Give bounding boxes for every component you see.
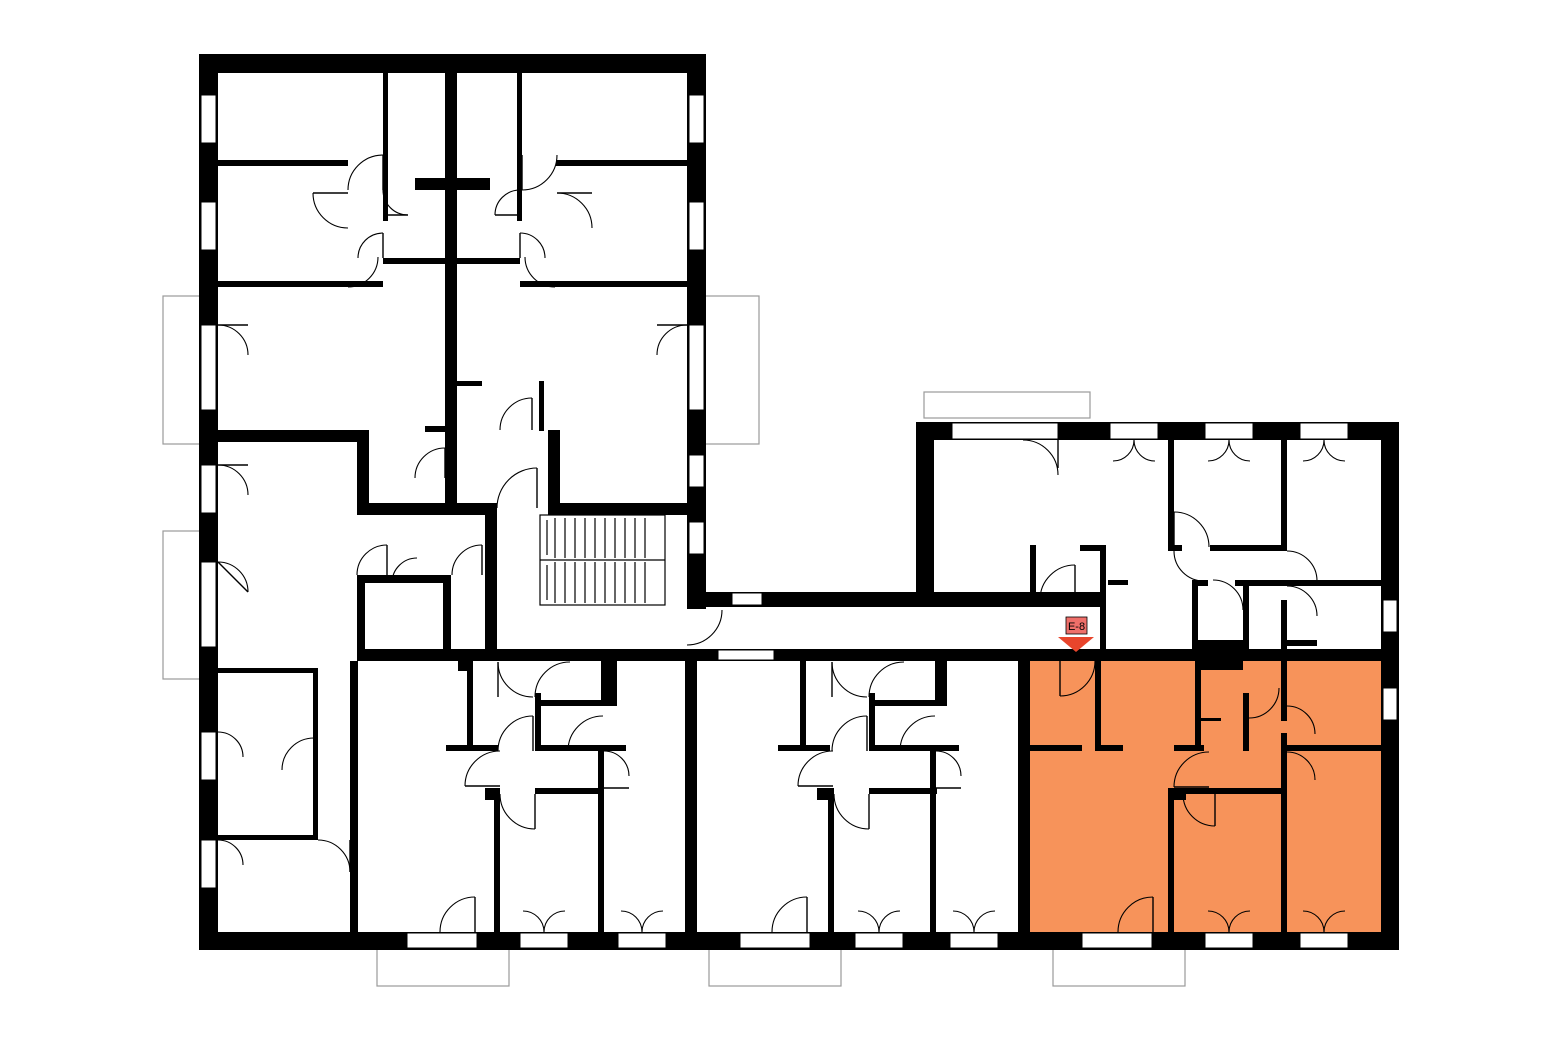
casement-swing bbox=[1228, 439, 1251, 462]
casement-swing bbox=[1207, 439, 1230, 462]
casement-swing bbox=[620, 910, 643, 933]
casement-swing bbox=[878, 910, 901, 933]
casement-swing bbox=[1323, 439, 1346, 462]
casement-swing bbox=[522, 910, 545, 933]
casement-swing bbox=[1228, 910, 1251, 933]
casement-swing bbox=[952, 910, 975, 933]
unit-badge bbox=[1065, 616, 1088, 635]
casement-swing bbox=[857, 910, 880, 933]
casement-swing bbox=[1323, 910, 1346, 933]
casement-swing bbox=[1302, 439, 1325, 462]
unit-marker[interactable]: E-8 bbox=[1058, 616, 1094, 652]
casement-swing bbox=[1112, 439, 1135, 462]
casement-swing bbox=[543, 910, 566, 933]
casement-swing bbox=[641, 910, 664, 933]
casement-swing bbox=[973, 910, 996, 933]
french-doors bbox=[522, 439, 1346, 933]
doors bbox=[217, 154, 1318, 933]
unit-arrow bbox=[1058, 637, 1094, 652]
highlighted-apartment[interactable] bbox=[1030, 661, 1381, 932]
unit-label: E-8 bbox=[1068, 621, 1085, 633]
staircase bbox=[539, 514, 666, 606]
windows bbox=[200, 94, 1398, 949]
casement-swing bbox=[1133, 439, 1156, 462]
